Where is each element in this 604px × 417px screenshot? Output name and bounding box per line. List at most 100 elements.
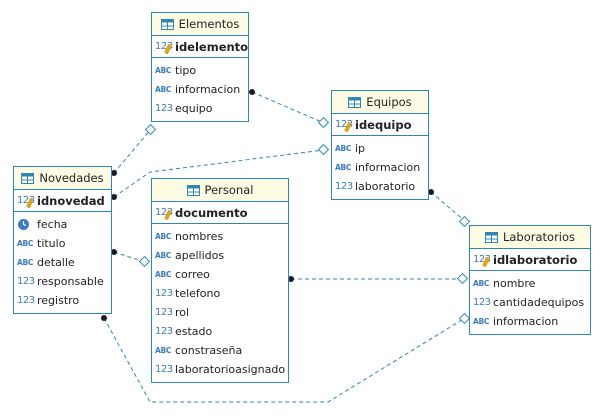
number-type-icon: 123 <box>155 103 173 114</box>
fk-end-marker <box>101 315 107 321</box>
entity-title: Novedades <box>39 171 104 185</box>
number-type-icon: 123 <box>473 297 491 308</box>
primary-key-row[interactable]: 123 idnovedad <box>14 190 111 212</box>
fk-end-marker <box>111 249 117 255</box>
relation-equipos-laboratorios <box>430 191 467 223</box>
column-name: fecha <box>37 218 68 231</box>
relation-novedades-personal <box>113 251 146 263</box>
clock-icon <box>17 218 35 231</box>
table-icon <box>21 172 35 184</box>
column-row[interactable]: fecha <box>14 215 111 234</box>
primary-key-icon: 123 <box>335 119 353 133</box>
column-name: informacion <box>493 315 559 328</box>
text-type-icon: ABC <box>17 258 34 267</box>
primary-key-row[interactable]: 123 idlaboratorio <box>470 249 590 271</box>
pk-end-marker <box>317 116 330 129</box>
primary-key-row[interactable]: 123 documento <box>152 202 288 224</box>
relation-novedades-elementos <box>113 128 152 174</box>
primary-key-icon: 123 <box>17 195 35 209</box>
primary-key-icon: 123 <box>155 207 173 221</box>
relation-novedades-laboratorios <box>103 317 466 403</box>
entity-header: Novedades <box>14 167 111 190</box>
primary-key-row[interactable]: 123 idequipo <box>332 114 428 136</box>
text-type-icon: ABC <box>155 346 172 355</box>
column-name: apellidos <box>175 249 225 262</box>
entity-header: Laboratorios <box>470 226 590 249</box>
primary-key-name: documento <box>175 205 248 220</box>
column-name: telefono <box>175 287 221 300</box>
number-type-icon: 123 <box>335 181 353 192</box>
entity-title: Elementos <box>178 17 240 31</box>
text-type-icon: ABC <box>17 239 34 248</box>
primary-key-name: idlaboratorio <box>493 252 578 267</box>
column-name: titulo <box>37 237 66 250</box>
primary-key-name: idnovedad <box>37 193 105 208</box>
text-type-icon: ABC <box>473 279 490 288</box>
table-icon <box>484 231 498 243</box>
column-name: nombre <box>493 277 536 290</box>
relation-elementos-equipos <box>251 91 325 124</box>
text-type-icon: ABC <box>155 66 172 75</box>
number-type-icon: 123 <box>155 307 173 318</box>
text-type-icon: ABC <box>335 163 352 172</box>
table-icon <box>348 96 362 108</box>
text-type-icon: ABC <box>155 251 172 260</box>
text-type-icon: ABC <box>473 317 490 326</box>
column-name: laboratorio <box>355 180 416 193</box>
primary-key-icon: 123 <box>155 41 173 55</box>
text-type-icon: ABC <box>335 144 352 153</box>
number-type-icon: 123 <box>17 276 35 287</box>
column-name: laboratorioasignado <box>175 363 286 376</box>
entity-title: Laboratorios <box>502 230 576 244</box>
primary-key-name: idelemento <box>175 39 249 54</box>
column-name: correo <box>175 268 210 281</box>
pk-end-marker <box>456 272 469 285</box>
number-type-icon: 123 <box>17 295 35 306</box>
column-name: constraseña <box>175 344 243 357</box>
fk-end-marker <box>428 189 434 195</box>
primary-key-row[interactable]: 123 idelemento <box>152 36 248 58</box>
column-name: equipo <box>175 102 213 115</box>
entity-title: Equipos <box>366 95 412 109</box>
pk-end-marker <box>458 215 471 228</box>
text-type-icon: ABC <box>155 232 172 241</box>
column-name: tipo <box>175 64 197 77</box>
table-icon <box>160 18 174 30</box>
primary-key-name: idequipo <box>355 117 412 132</box>
pk-end-marker <box>138 255 151 268</box>
column-name: cantidadequipos <box>493 296 585 309</box>
text-type-icon: ABC <box>155 85 172 94</box>
entity-header: Equipos <box>332 91 428 114</box>
column-name: registro <box>37 294 80 307</box>
fk-end-marker <box>111 170 117 176</box>
number-type-icon: 123 <box>155 288 173 299</box>
column-name: detalle <box>37 256 75 269</box>
